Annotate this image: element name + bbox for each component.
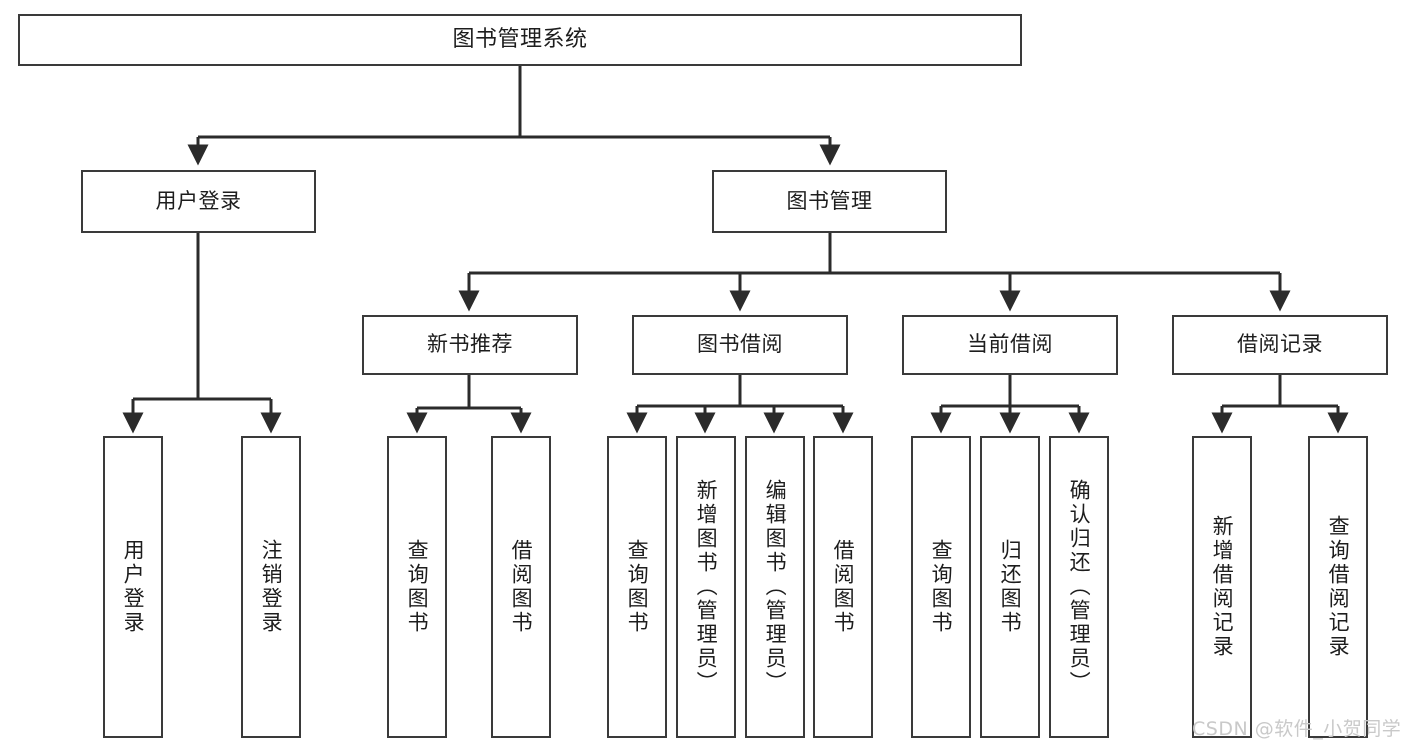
node-borrow-record[interactable]: 借阅记录	[1172, 315, 1388, 375]
node-leaf-add-record-label: 新增借阅记录	[1210, 515, 1235, 659]
node-book-borrow-label: 图书借阅	[697, 332, 783, 357]
node-user-login-label: 用户登录	[155, 188, 242, 213]
node-leaf-logout-login-label: 注销登录	[259, 539, 284, 635]
node-root-label: 图书管理系统	[452, 26, 588, 52]
node-leaf-return-book-label: 归还图书	[998, 539, 1023, 635]
node-book-manage-label: 图书管理	[786, 188, 873, 213]
csdn-watermark: CSDN @软件_小贺同学	[1192, 718, 1402, 740]
node-book-borrow[interactable]: 图书借阅	[632, 315, 848, 375]
node-leaf-add-record[interactable]: 新增借阅记录	[1192, 436, 1252, 738]
node-leaf-query-book-2-label: 查询图书	[625, 539, 650, 635]
node-root[interactable]: 图书管理系统	[18, 14, 1022, 66]
node-book-manage[interactable]: 图书管理	[712, 170, 947, 233]
node-borrow-record-label: 借阅记录	[1237, 332, 1323, 357]
node-leaf-edit-book-label: 编辑图书（管理员）	[763, 479, 788, 695]
node-leaf-user-login-label: 用户登录	[121, 539, 146, 635]
node-leaf-query-book-1[interactable]: 查询图书	[387, 436, 447, 738]
node-leaf-add-book-label: 新增图书（管理员）	[694, 479, 719, 695]
node-user-login[interactable]: 用户登录	[81, 170, 316, 233]
node-leaf-query-book-3-label: 查询图书	[929, 539, 954, 635]
node-leaf-query-book-2[interactable]: 查询图书	[607, 436, 667, 738]
node-leaf-query-record-label: 查询借阅记录	[1326, 515, 1351, 659]
node-leaf-user-login[interactable]: 用户登录	[103, 436, 163, 738]
node-leaf-query-book-1-label: 查询图书	[405, 539, 430, 635]
node-leaf-add-book[interactable]: 新增图书（管理员）	[676, 436, 736, 738]
node-leaf-edit-book[interactable]: 编辑图书（管理员）	[745, 436, 805, 738]
node-leaf-query-book-3[interactable]: 查询图书	[911, 436, 971, 738]
node-leaf-query-record[interactable]: 查询借阅记录	[1308, 436, 1368, 738]
node-leaf-borrow-book-1[interactable]: 借阅图书	[491, 436, 551, 738]
node-leaf-borrow-book-1-label: 借阅图书	[509, 539, 534, 635]
node-leaf-confirm-return-label: 确认归还（管理员）	[1067, 479, 1092, 695]
node-current-borrow[interactable]: 当前借阅	[902, 315, 1118, 375]
node-new-book-rec-label: 新书推荐	[427, 332, 513, 357]
node-leaf-logout-login[interactable]: 注销登录	[241, 436, 301, 738]
node-leaf-borrow-book-2-label: 借阅图书	[831, 539, 856, 635]
node-leaf-confirm-return[interactable]: 确认归还（管理员）	[1049, 436, 1109, 738]
node-current-borrow-label: 当前借阅	[967, 332, 1053, 357]
node-leaf-return-book[interactable]: 归还图书	[980, 436, 1040, 738]
node-new-book-rec[interactable]: 新书推荐	[362, 315, 578, 375]
node-leaf-borrow-book-2[interactable]: 借阅图书	[813, 436, 873, 738]
